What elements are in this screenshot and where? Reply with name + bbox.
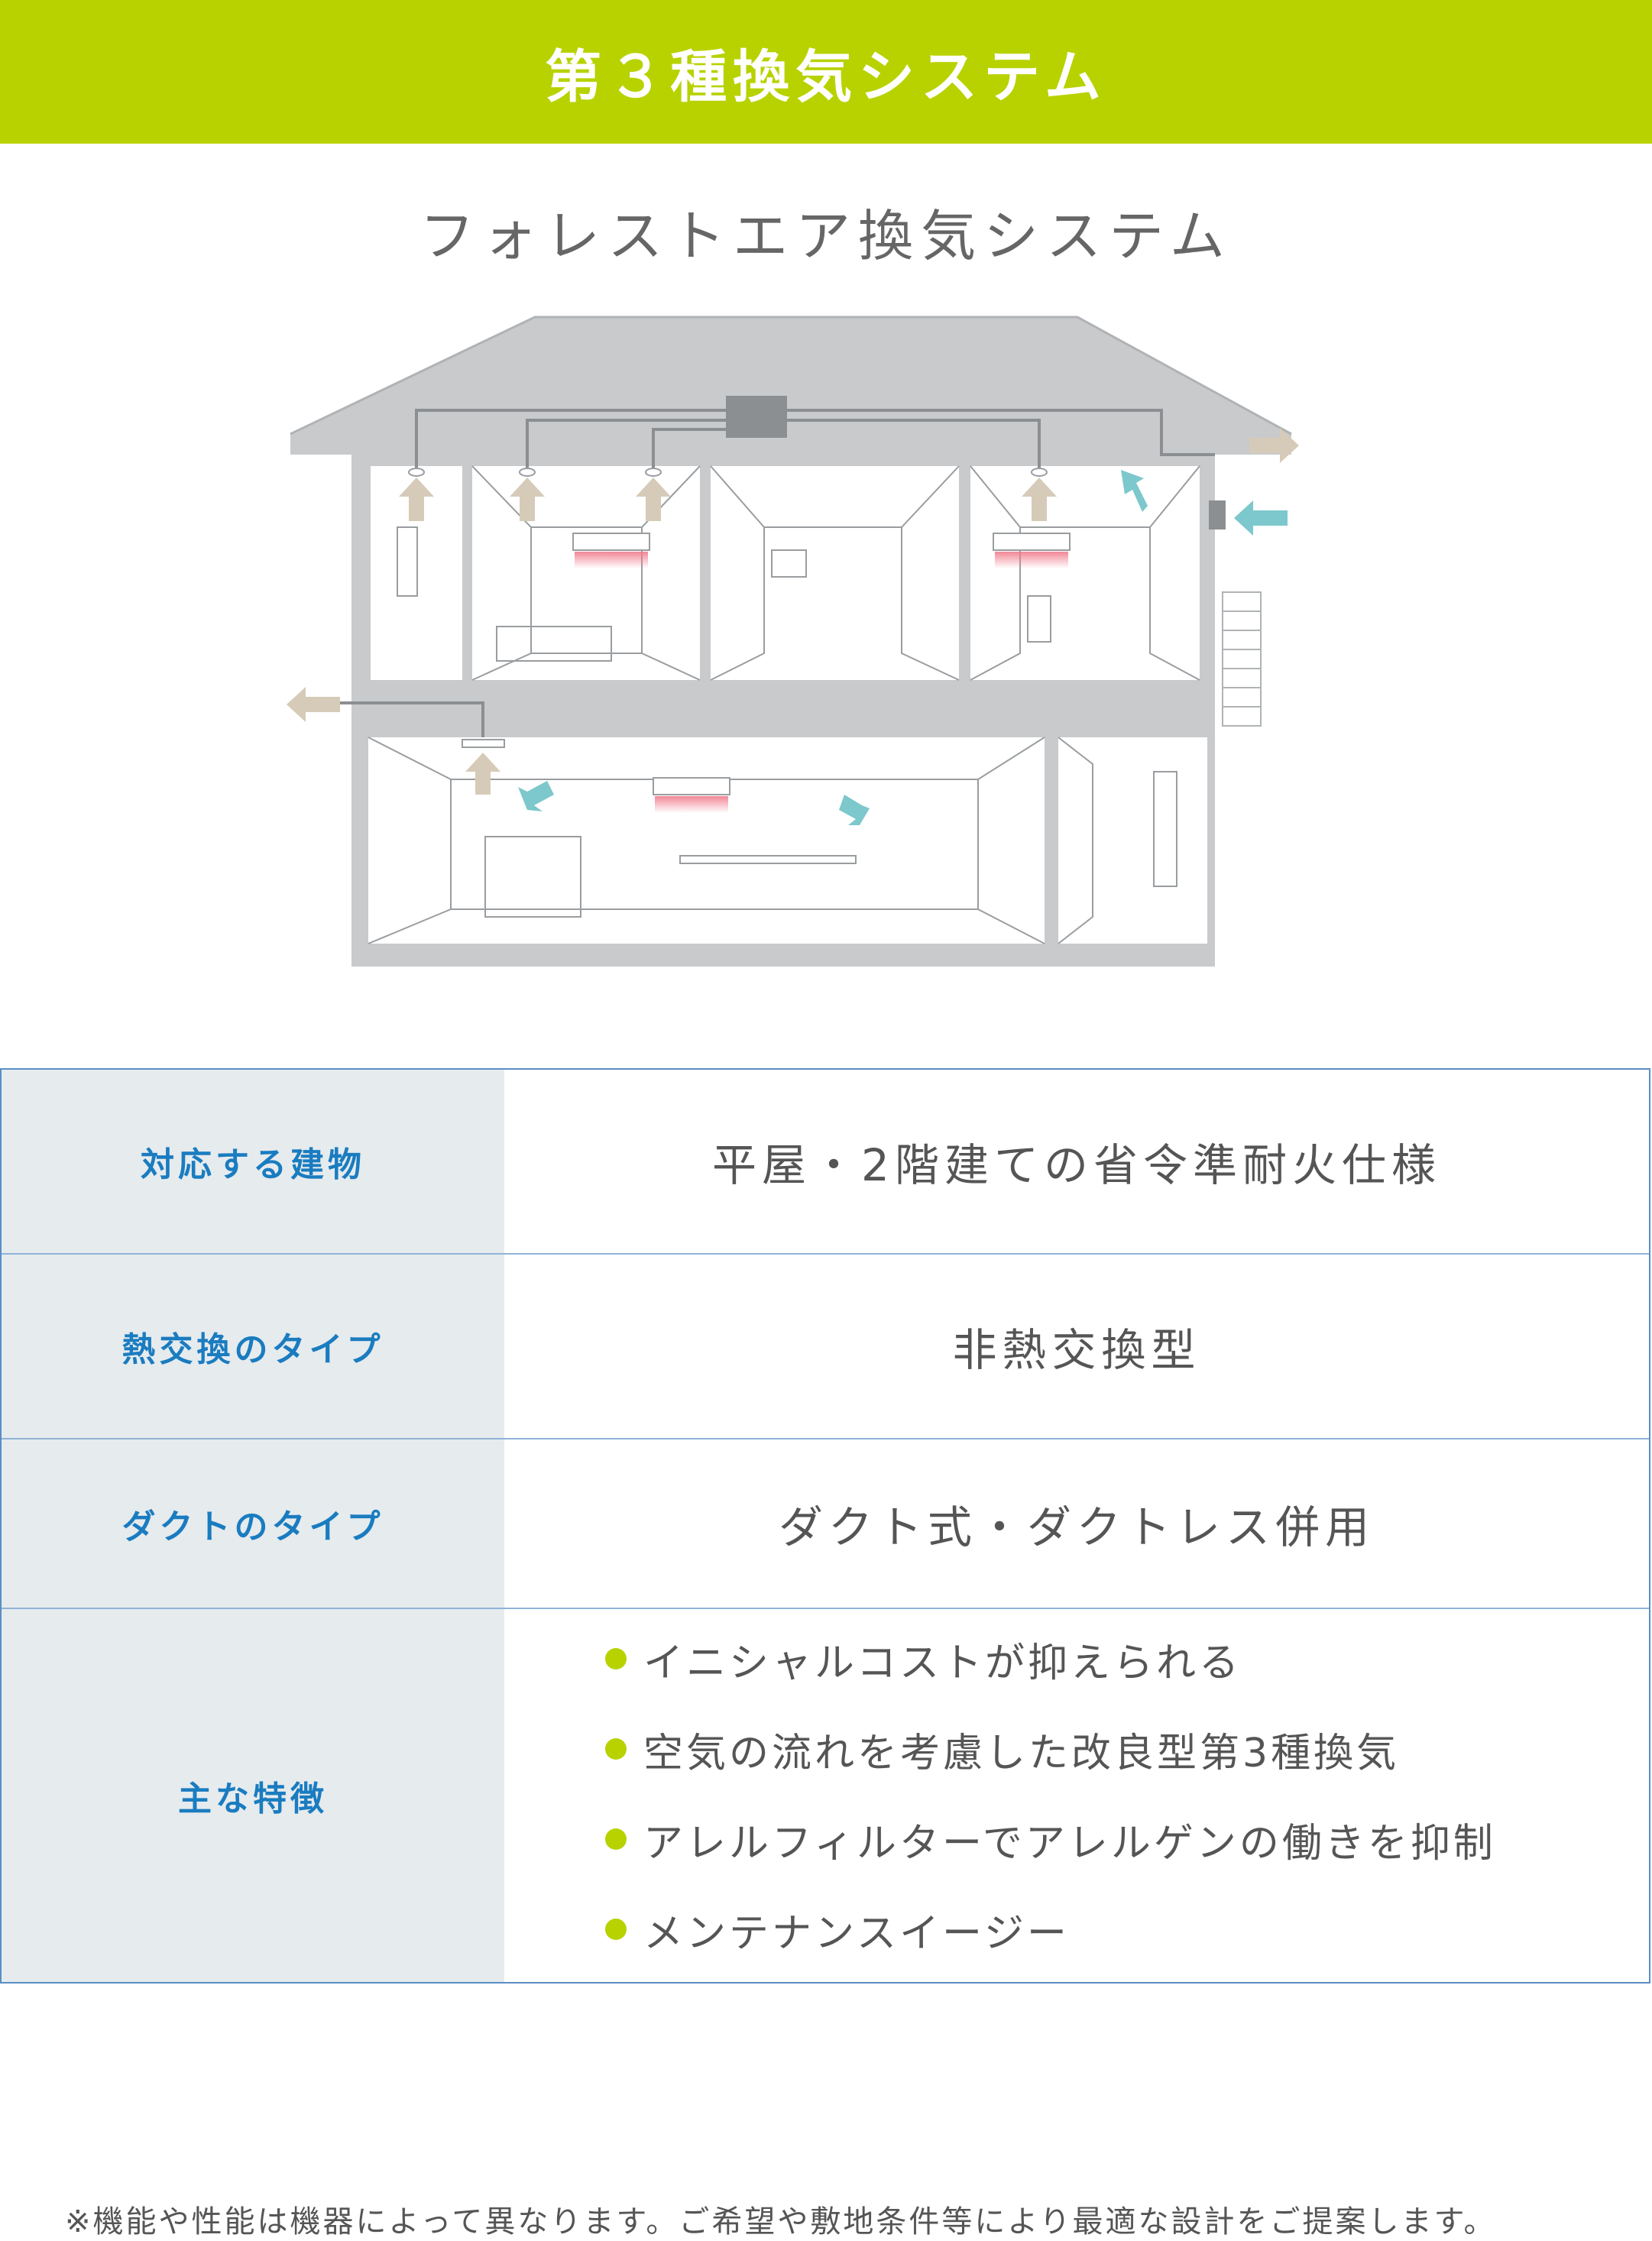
footnote: ※機能や性能は機器によって異なります。ご希望や敷地条件等により最適な設計をご提案… — [65, 2204, 1497, 2239]
row-value-cell: ダクト式・ダクトレス併用 — [504, 1439, 1649, 1608]
house-structure — [290, 316, 1292, 967]
bullet-dot-icon — [605, 1828, 627, 1850]
feature-item: 空気の流れを考慮した改良型第3種換気 — [605, 1704, 1496, 1794]
row-value: ダクト式・ダクトレス併用 — [778, 1501, 1375, 1553]
row-label: 対応する建物 — [141, 1145, 365, 1184]
ventilation-unit — [726, 396, 787, 438]
row-value-cell: 非熱交換型 — [504, 1255, 1649, 1438]
intake-vent — [1209, 500, 1226, 529]
feature-text: メンテナンスイージー — [643, 1910, 1070, 1957]
feature-text: アレルフィルターでアレルゲンの働きを抑制 — [643, 1820, 1496, 1867]
table-row: 対応する建物 平屋・2階建ての省令準耐火仕様 — [2, 1070, 1649, 1255]
bullet-dot-icon — [605, 1738, 627, 1760]
exhaust-arrows — [287, 428, 1299, 795]
table-row: 熱交換のタイプ 非熱交換型 — [2, 1255, 1649, 1439]
intake-arrows — [518, 470, 1288, 825]
row-label: ダクトのタイプ — [121, 1507, 384, 1546]
banner-title: 第３種換気システム — [545, 44, 1107, 110]
bullet-dot-icon — [605, 1919, 627, 1940]
row-label-cell: 主な特徴 — [2, 1609, 504, 1982]
row-value: 非熱交換型 — [952, 1324, 1201, 1376]
feature-item: アレルフィルターでアレルゲンの働きを抑制 — [605, 1794, 1496, 1884]
duct-lines — [290, 409, 1215, 737]
row-label-cell: ダクトのタイプ — [2, 1439, 504, 1608]
row-value-cell: 平屋・2階建ての省令準耐火仕様 — [504, 1070, 1649, 1253]
table-row: ダクトのタイプ ダクト式・ダクトレス併用 — [2, 1439, 1649, 1609]
diagram-title: フォレストエア換気システム — [419, 204, 1233, 268]
table-row: 主な特徴 イニシャルコストが抑えられる 空気の流れを考慮した改良型第3種換気 ア… — [2, 1609, 1649, 1982]
row-label: 熱交換のタイプ — [121, 1330, 384, 1369]
spec-table: 対応する建物 平屋・2階建ての省令準耐火仕様 熱交換のタイプ 非熱交換型 ダクト… — [0, 1068, 1650, 1984]
feature-item: イニシャルコストが抑えられる — [605, 1614, 1496, 1704]
bullet-dot-icon — [605, 1648, 627, 1669]
header-banner: 第３種換気システム — [0, 0, 1652, 144]
row-label-cell: 対応する建物 — [2, 1070, 504, 1253]
row-label: 主な特徴 — [178, 1780, 328, 1818]
feature-text: イニシャルコストが抑えられる — [643, 1640, 1242, 1686]
feature-text: 空気の流れを考慮した改良型第3種換気 — [643, 1730, 1400, 1776]
row-value: 平屋・2階建ての省令準耐火仕様 — [712, 1139, 1441, 1191]
house-ventilation-diagram — [287, 316, 1299, 967]
air-conditioner-units — [572, 533, 1071, 813]
feature-list: イニシャルコストが抑えられる 空気の流れを考慮した改良型第3種換気 アレルフィル… — [605, 1614, 1496, 1974]
feature-item: メンテナンスイージー — [605, 1884, 1496, 1974]
row-label-cell: 熱交換のタイプ — [2, 1255, 504, 1438]
